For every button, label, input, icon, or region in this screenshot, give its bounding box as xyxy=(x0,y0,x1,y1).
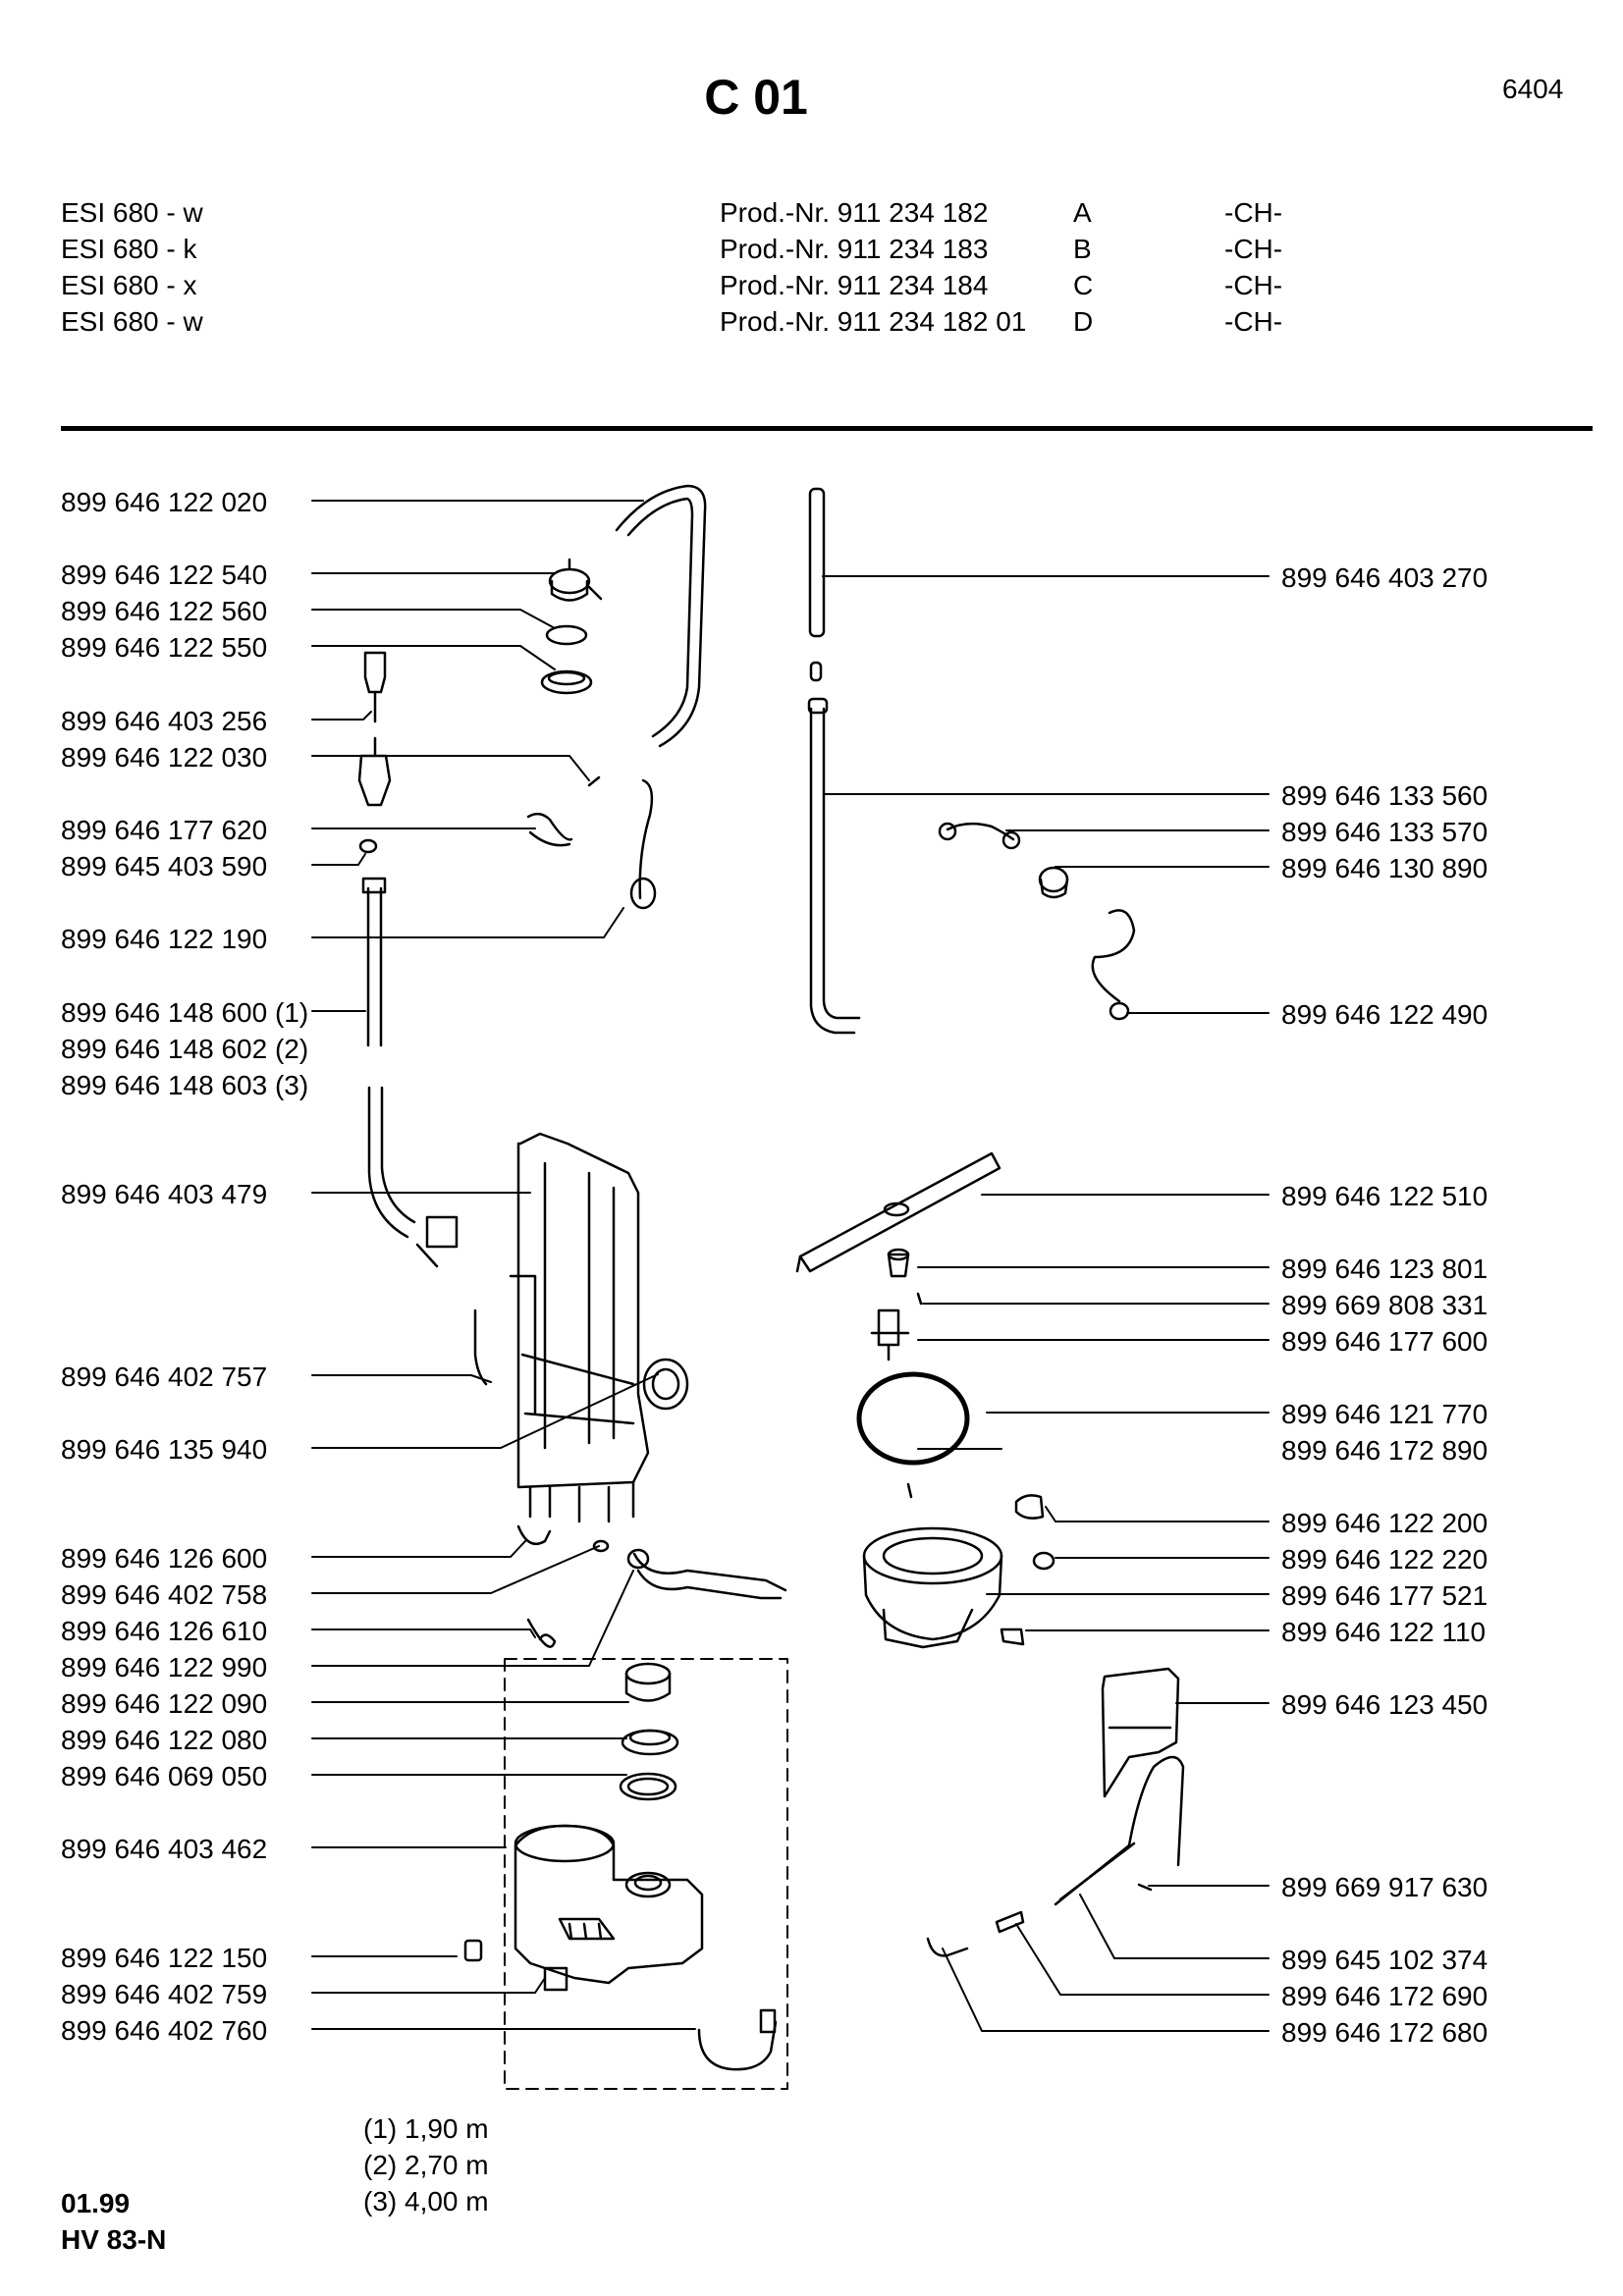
footer-doc-code: HV 83-N xyxy=(61,2224,167,2255)
footer-date: 01.99 xyxy=(61,2188,131,2218)
part-number: 899 646 122 020 xyxy=(61,487,268,517)
part-number: 899 646 403 256 xyxy=(61,706,268,736)
panel-part xyxy=(509,1132,650,1523)
part-number: 899 646 402 758 xyxy=(61,1579,268,1610)
header-rule xyxy=(61,426,1593,431)
variant-letter: D xyxy=(1073,306,1094,337)
model-name: ESI 680 - x xyxy=(61,270,197,300)
part-number: 899 646 177 600 xyxy=(1281,1326,1488,1357)
part-number: 899 646 402 757 xyxy=(61,1362,268,1392)
length-note: (2) 2,70 m xyxy=(363,2150,489,2180)
part-number: 899 646 135 940 xyxy=(61,1434,268,1465)
part-number: 899 646 126 600 xyxy=(61,1543,268,1574)
right-leader-lines xyxy=(822,575,1270,2032)
part-number: 899 646 122 030 xyxy=(61,742,268,773)
product-number: Prod.-Nr. 911 234 182 xyxy=(720,197,989,228)
part-number: 899 646 122 090 xyxy=(61,1688,268,1719)
variant-letter: A xyxy=(1073,197,1092,228)
part-number: 899 646 122 990 xyxy=(61,1652,268,1682)
part-number: 899 646 122 220 xyxy=(1281,1544,1488,1575)
part-number: 899 646 133 570 xyxy=(1281,817,1488,847)
country-code: -CH- xyxy=(1224,197,1283,228)
part-number: 899 646 133 560 xyxy=(1281,780,1488,811)
country-list: -CH- -CH- -CH- -CH- xyxy=(1224,194,1282,340)
part-number: 899 646 122 540 xyxy=(61,560,268,590)
dispenser-group-box xyxy=(504,1658,788,2090)
model-name: ESI 680 - w xyxy=(61,306,203,337)
country-code: -CH- xyxy=(1224,306,1283,337)
part-number: 899 646 122 190 xyxy=(61,924,268,954)
part-number: 899 646 403 462 xyxy=(61,1834,268,1864)
part-number: 899 646 130 890 xyxy=(1281,853,1488,883)
part-number: 899 646 123 801 xyxy=(1281,1254,1488,1284)
part-number: 899 645 102 374 xyxy=(1281,1945,1488,1975)
part-number: 899 646 122 110 xyxy=(1281,1617,1487,1647)
part-number: 899 646 122 550 xyxy=(61,632,268,663)
model-name: ESI 680 - k xyxy=(61,234,197,264)
parts-right xyxy=(795,487,1185,1957)
part-number: 899 646 172 690 xyxy=(1281,1981,1488,2011)
part-number: 899 646 122 200 xyxy=(1281,1508,1488,1538)
part-number: 899 646 172 890 xyxy=(1281,1435,1488,1466)
model-list: ESI 680 - w ESI 680 - k ESI 680 - x ESI … xyxy=(61,194,203,340)
part-number: 899 646 177 620 xyxy=(61,815,268,845)
part-number: 899 646 122 080 xyxy=(61,1725,268,1755)
parts-left xyxy=(357,484,787,1648)
part-number: 899 645 403 590 xyxy=(61,851,268,881)
part-number: 899 646 148 600 (1) xyxy=(61,997,309,1028)
variant-letter: B xyxy=(1073,234,1092,264)
left-leader-lines xyxy=(311,500,696,2030)
part-number: 899 646 123 450 xyxy=(1281,1689,1488,1720)
model-name: ESI 680 - w xyxy=(61,197,203,228)
part-number: 899 669 917 630 xyxy=(1281,1872,1488,1902)
dispenser-group xyxy=(463,1662,778,2071)
page-code: 6404 xyxy=(1502,74,1564,104)
product-number: Prod.-Nr. 911 234 183 xyxy=(720,234,989,264)
product-number-list: Prod.-Nr. 911 234 182 Prod.-Nr. 911 234 … xyxy=(720,194,1026,340)
country-code: -CH- xyxy=(1224,270,1283,300)
part-number: 899 646 402 759 xyxy=(61,1979,268,2009)
part-number: 899 646 148 603 (3) xyxy=(61,1070,309,1100)
part-number: 899 646 122 510 xyxy=(1281,1181,1488,1211)
length-note: (1) 1,90 m xyxy=(363,2113,489,2144)
part-number: 899 646 126 610 xyxy=(61,1616,268,1646)
part-number: 899 646 122 490 xyxy=(1281,999,1488,1030)
part-number: 899 646 177 521 xyxy=(1281,1580,1488,1611)
variant-letter: C xyxy=(1073,270,1094,300)
part-number: 899 646 148 602 (2) xyxy=(61,1034,309,1064)
part-number: 899 646 402 760 xyxy=(61,2015,268,2046)
length-note: (3) 4,00 m xyxy=(363,2186,489,2216)
length-notes: (1) 1,90 m (2) 2,70 m (3) 4,00 m xyxy=(363,2110,489,2219)
part-number: 899 646 121 770 xyxy=(1281,1399,1488,1429)
footer-info: 01.99 HV 83-N xyxy=(61,2185,166,2258)
part-number: 899 669 808 331 xyxy=(1281,1290,1488,1320)
part-number: 899 646 172 680 xyxy=(1281,2017,1488,2048)
part-number: 899 646 122 150 xyxy=(61,1943,268,1973)
part-number: 899 646 403 270 xyxy=(1281,562,1488,593)
variant-list: A B C D xyxy=(1073,194,1093,340)
country-code: -CH- xyxy=(1224,234,1283,264)
product-number: Prod.-Nr. 911 234 182 01 xyxy=(720,306,1027,337)
part-number: 899 646 122 560 xyxy=(61,596,268,626)
part-number: 899 646 403 479 xyxy=(61,1179,268,1209)
page-title: C 01 xyxy=(704,70,808,125)
product-number: Prod.-Nr. 911 234 184 xyxy=(720,270,989,300)
part-number: 899 646 069 050 xyxy=(61,1761,268,1791)
